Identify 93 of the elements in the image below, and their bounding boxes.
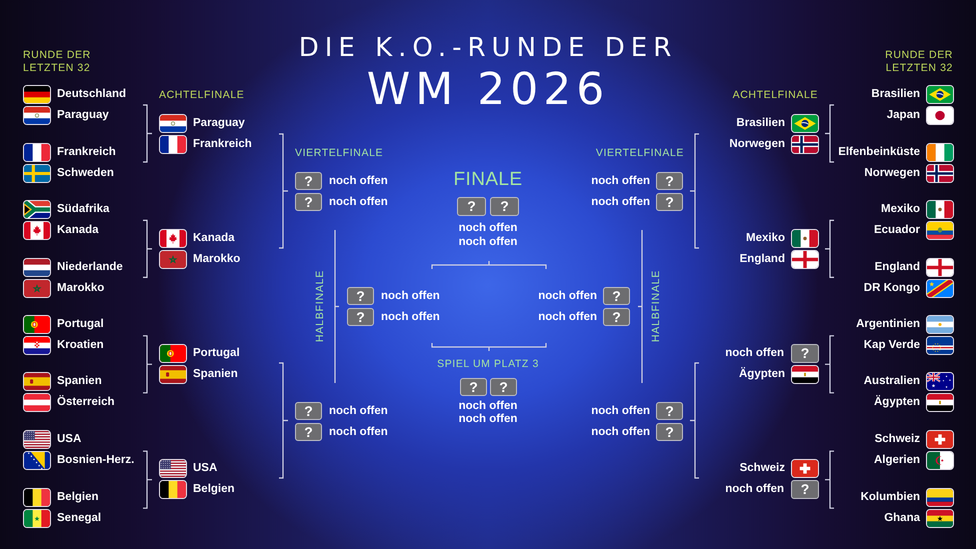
placeholder-box: ? — [656, 193, 683, 211]
round-heading: RUNDE DER LETZTEN 32 — [23, 48, 92, 74]
placeholder-box: ? — [295, 402, 322, 420]
placeholder-box: ? — [603, 308, 630, 326]
team-name: Ägypten — [874, 394, 920, 410]
team-name: Frankreich — [193, 136, 252, 152]
round-heading: SPIEL UM PLATZ 3 — [437, 358, 539, 370]
placeholder-box: ? — [347, 287, 374, 305]
team-name: Ecuador — [874, 222, 920, 238]
placeholder-box: ? — [460, 378, 487, 396]
team-name: Frankreich — [57, 144, 116, 160]
team-name: Niederlande — [57, 260, 123, 274]
team-name: Belgien — [57, 490, 99, 504]
status-text: noch offen — [538, 288, 597, 304]
status-text: noch offen — [591, 194, 650, 210]
placeholder-box: ? — [656, 402, 683, 420]
status-text: noch offen — [329, 194, 388, 210]
team-name: Deutschland — [57, 86, 126, 102]
team-name: Australien — [864, 374, 920, 388]
team-name: Mexiko — [746, 230, 785, 246]
status-text: noch offen — [725, 482, 784, 496]
status-text: noch offen — [725, 346, 784, 360]
status-text: noch offen — [329, 174, 388, 188]
team-name: Portugal — [193, 346, 240, 360]
team-name: Spanien — [57, 374, 102, 388]
team-name: Schweiz — [740, 460, 785, 476]
status-text: noch offen — [329, 424, 388, 440]
status-text: noch offen — [458, 220, 518, 236]
round-heading: VIERTELFINALE — [295, 146, 384, 160]
placeholder-box: ? — [656, 423, 683, 441]
round-heading: FINALE — [454, 169, 522, 191]
team-name: Österreich — [57, 394, 115, 410]
team-name: Japan — [886, 108, 920, 122]
team-name: Ghana — [884, 510, 920, 526]
round-heading: VIERTELFINALE — [596, 146, 684, 160]
team-name: Brasilien — [871, 86, 920, 102]
status-text: noch offen — [591, 424, 650, 440]
status-text: noch offen — [591, 174, 650, 188]
team-name: Portugal — [57, 316, 104, 332]
placeholder-box: ? — [347, 308, 374, 326]
team-name: USA — [193, 460, 218, 476]
team-name: Kanada — [57, 222, 99, 238]
team-name: USA — [57, 432, 82, 446]
round-heading: HALBFINALE — [314, 270, 326, 342]
round-heading: ACHTELFINALE — [732, 88, 818, 102]
team-name: Kap Verde — [864, 338, 920, 352]
status-text: noch offen — [381, 310, 440, 324]
placeholder-box: ? — [490, 197, 519, 216]
placeholder-box: ? — [791, 480, 819, 499]
status-text: noch offen — [458, 234, 518, 250]
round-heading: ACHTELFINALE — [159, 88, 244, 102]
team-name: Kroatien — [57, 338, 104, 352]
placeholder-box: ? — [791, 344, 819, 363]
status-text: noch offen — [329, 404, 388, 418]
round-heading: RUNDE DER LETZTEN 32 — [884, 48, 953, 74]
team-name: Norwegen — [864, 166, 920, 180]
status-text: noch offen — [458, 398, 518, 414]
team-name: Paraguay — [57, 108, 109, 122]
team-name: England — [740, 252, 785, 266]
team-name: Marokko — [193, 252, 240, 266]
placeholder-box: ? — [656, 172, 683, 190]
team-name: Ägypten — [739, 366, 785, 382]
team-name: Marokko — [57, 280, 104, 296]
team-name: Belgien — [193, 482, 235, 496]
placeholder-box: ? — [295, 172, 322, 190]
placeholder-box: ? — [295, 423, 322, 441]
placeholder-box: ? — [490, 378, 517, 396]
team-name: Paraguay — [193, 116, 245, 130]
team-name: Schweiz — [874, 432, 920, 446]
status-text: noch offen — [458, 412, 518, 426]
team-name: Brasilien — [736, 116, 785, 130]
title: DIE K.O.-RUNDE DER WM 2026 — [298, 32, 678, 110]
status-text: noch offen — [538, 310, 597, 324]
round-heading: HALBFINALE — [650, 270, 662, 342]
team-name: Elfenbeinküste — [838, 144, 920, 160]
team-name: Kanada — [193, 230, 235, 246]
team-name: Schweden — [57, 166, 114, 180]
team-name: Südafrika — [57, 202, 110, 216]
team-name: Spanien — [193, 366, 238, 382]
team-name: DR Kongo — [864, 280, 920, 296]
team-name: Norwegen — [729, 136, 785, 152]
status-text: noch offen — [591, 404, 650, 418]
team-name: Argentinien — [856, 316, 920, 332]
placeholder-box: ? — [457, 197, 486, 216]
placeholder-box: ? — [295, 193, 322, 211]
team-name: Kolumbien — [860, 490, 920, 504]
team-name: Senegal — [57, 510, 102, 526]
team-name: England — [874, 260, 920, 274]
team-name: Algerien — [874, 452, 920, 468]
placeholder-box: ? — [603, 287, 630, 305]
status-text: noch offen — [381, 288, 440, 304]
team-name: Mexiko — [881, 202, 920, 216]
team-name: Bosnien-Herz. — [57, 452, 134, 468]
